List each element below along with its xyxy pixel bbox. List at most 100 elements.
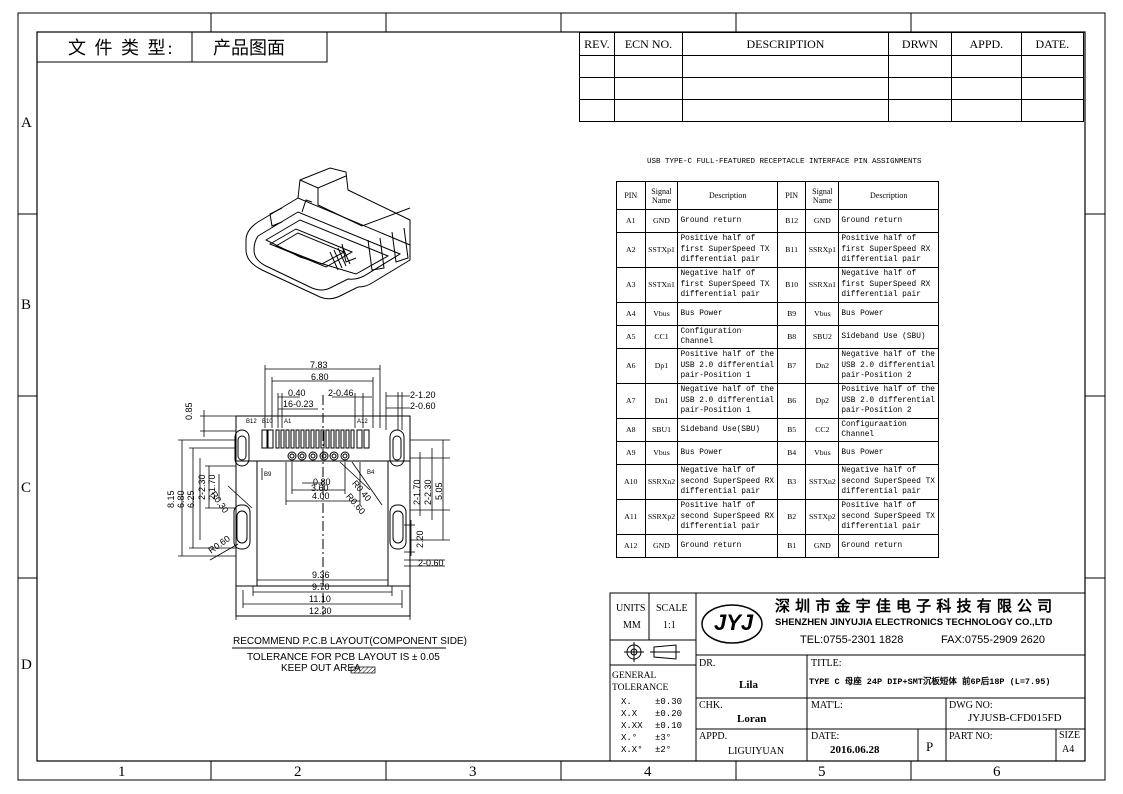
pin-number: B4 — [776, 441, 807, 465]
signal-name: SSTXp1 — [644, 232, 679, 268]
dim-label: 0.80 — [313, 477, 331, 487]
pin-number: A7 — [616, 383, 646, 419]
dim-label: 2-0.60 — [418, 558, 444, 568]
signal-name: CC1 — [644, 325, 679, 349]
pin-number: A12 — [616, 534, 646, 558]
zone-row-b: B — [21, 297, 32, 313]
pin-description: Positive half of second SuperSpeed TX di… — [838, 499, 939, 535]
signal-name: SSRXn2 — [644, 464, 679, 500]
signal-name: Vbus — [805, 441, 840, 465]
pin-description: Ground return — [677, 209, 778, 233]
title-block-frame — [609, 592, 1086, 762]
dim-label: 9.36 — [312, 570, 330, 580]
tolerance-value: ±3° — [655, 733, 672, 743]
dim-label: 7.83 — [310, 360, 328, 370]
chk-value: Loran — [737, 713, 767, 725]
tolerance-value: ±2° — [655, 745, 672, 755]
tolerance-key: X.XX — [621, 721, 643, 731]
dim-label: 4.00 — [312, 491, 330, 501]
zone-row-a: A — [21, 115, 32, 131]
scale-value: 1:1 — [663, 620, 676, 631]
signal-name: SSRXp1 — [805, 232, 840, 268]
p-mark: P — [926, 739, 934, 754]
pin-description: Positive half of the USB 2.0 differentia… — [677, 348, 778, 384]
dwg-no-value: JYJUSB-CFD015FD — [968, 712, 1062, 724]
appd-header: APPD. — [951, 32, 1022, 56]
signal-name: Vbus — [644, 441, 679, 465]
pin-description: Bus Power — [838, 302, 939, 326]
tolerance-value: ±0.30 — [655, 697, 683, 707]
pin-label: B9 — [264, 472, 272, 478]
date-value: 2016.06.28 — [830, 744, 880, 756]
revision-table: REV. ECN NO. DESCRIPTION DRWN APPD. DATE… — [579, 32, 1085, 122]
signal-name: Vbus — [644, 302, 679, 326]
dim-label: 0.85 — [184, 402, 194, 420]
company-logo: JYJ — [714, 610, 754, 635]
signal-name: GND — [805, 209, 840, 233]
dim-label: 2.20 — [415, 530, 425, 548]
pin-label: A12 — [357, 419, 368, 425]
dim-label: 16-0.23 — [283, 399, 314, 409]
tolerance-key: X.X — [621, 709, 638, 719]
pin-description: Configuration Channel — [677, 325, 778, 349]
dim-label: 0.40 — [288, 388, 306, 398]
outer-border — [17, 12, 1106, 781]
zone-row-d: D — [21, 657, 32, 673]
tolerance-key: X. — [621, 697, 632, 707]
scale-label: SCALE — [656, 603, 688, 614]
pin-number: B6 — [776, 383, 807, 419]
matl-label: MAT'L: — [811, 700, 843, 711]
signal-name: GND — [644, 534, 679, 558]
pin-number: B10 — [776, 267, 807, 303]
pin-label: B12 — [246, 419, 257, 425]
signal-name: CC2 — [805, 418, 840, 442]
dr-value: Lila — [739, 679, 758, 691]
dim-label: 6.80 — [311, 372, 329, 382]
pin-description: Negative half of first SuperSpeed RX dif… — [838, 267, 939, 303]
pin-header: PIN — [616, 181, 646, 210]
dim-label: 2-0.46 — [328, 388, 354, 398]
signal-name: SSTXn1 — [644, 267, 679, 303]
revision-table-header: REV. ECN NO. DESCRIPTION DRWN APPD. DATE… — [579, 32, 1085, 56]
file-type-value: 产品图面 — [213, 38, 285, 58]
dim-label: 8.15 — [166, 490, 176, 508]
zone-col-1: 1 — [118, 764, 126, 780]
pin-description: Negative half of the USB 2.0 differentia… — [677, 383, 778, 419]
dim-label: 2-1.70 — [412, 479, 422, 505]
pin-label: A1 — [284, 419, 292, 425]
pin-number: B8 — [776, 325, 807, 349]
appd-value: LIGUIYUAN — [728, 746, 785, 757]
file-type-label: 文 件 类 型: — [68, 38, 175, 58]
pin-number: B12 — [776, 209, 807, 233]
general-tolerance-label: GENERAL TOLERANCE — [612, 671, 669, 693]
date-label: DATE: — [811, 731, 840, 742]
rev-header: REV. — [579, 32, 615, 56]
pin-number: B2 — [776, 499, 807, 535]
signal-name: SSRXn1 — [805, 267, 840, 303]
file-type-box — [36, 31, 328, 63]
part-no-label: PART NO: — [949, 731, 993, 742]
pin-number: B1 — [776, 534, 807, 558]
pin-number: B3 — [776, 464, 807, 500]
pin-number: B11 — [776, 232, 807, 268]
zone-col-4: 4 — [644, 764, 652, 780]
connector-3d-view — [245, 167, 411, 300]
dim-label: 6.80 — [176, 490, 186, 508]
pin-description: Bus Power — [838, 441, 939, 465]
title-label: TITLE: — [811, 658, 842, 669]
pin-description: Negative half of second SuperSpeed TX di… — [838, 464, 939, 500]
pin-number: A10 — [616, 464, 646, 500]
tolerance-key: X.° — [621, 733, 638, 743]
pin-description: Bus Power — [677, 441, 778, 465]
zone-ticks — [18, 13, 1105, 780]
pin-table-title: USB TYPE-C FULL-FEATURED RECEPTACLE INTE… — [647, 158, 922, 166]
zone-row-c: C — [21, 480, 32, 496]
signal-name: Dn1 — [644, 383, 679, 419]
size-value: A4 — [1062, 744, 1075, 755]
